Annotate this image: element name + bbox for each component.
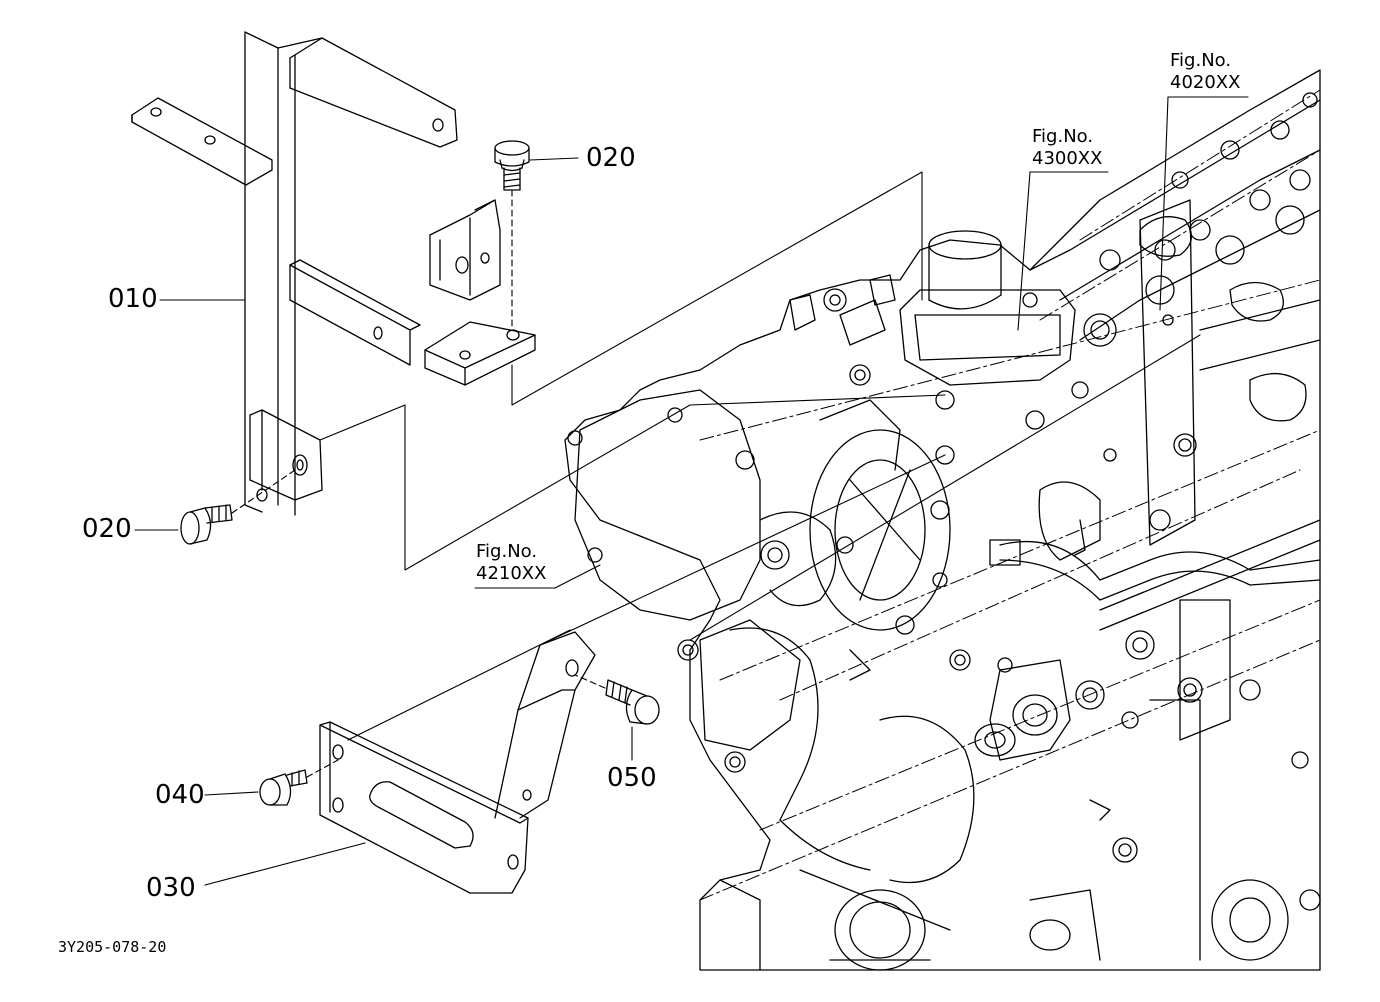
figure-ref-4300: Fig.No. 4300XX	[1032, 126, 1102, 170]
part-label-050: 050	[607, 763, 657, 793]
engine-block-drawing	[565, 70, 1320, 970]
figure-ref-title: Fig.No.	[476, 541, 538, 562]
bracket-030	[320, 632, 595, 893]
figure-ref-title: Fig.No.	[1170, 50, 1232, 71]
figure-ref-title: Fig.No.	[1032, 126, 1094, 147]
bolt-050-drawing	[606, 680, 659, 724]
bolt-020-left-drawing	[181, 505, 232, 544]
bolt-020-top-drawing	[495, 141, 529, 190]
figure-ref-4210: Fig.No. 4210XX	[476, 541, 546, 585]
figure-ref-4020: Fig.No. 4020XX	[1170, 50, 1240, 94]
part-label-040: 040	[155, 780, 205, 810]
assembly-lines	[135, 97, 1248, 885]
bracket-010	[132, 32, 535, 515]
part-label-020-left: 020	[82, 514, 132, 544]
figure-ref-code: 4300XX	[1032, 148, 1103, 169]
part-label-010: 010	[108, 284, 158, 314]
figure-ref-code: 4020XX	[1170, 72, 1241, 93]
bolt-040-drawing	[260, 770, 307, 805]
part-label-030: 030	[146, 873, 196, 903]
drawing-id: 3Y205-078-20	[58, 938, 167, 956]
part-label-020-top: 020	[586, 143, 636, 173]
figure-ref-code: 4210XX	[476, 563, 547, 584]
